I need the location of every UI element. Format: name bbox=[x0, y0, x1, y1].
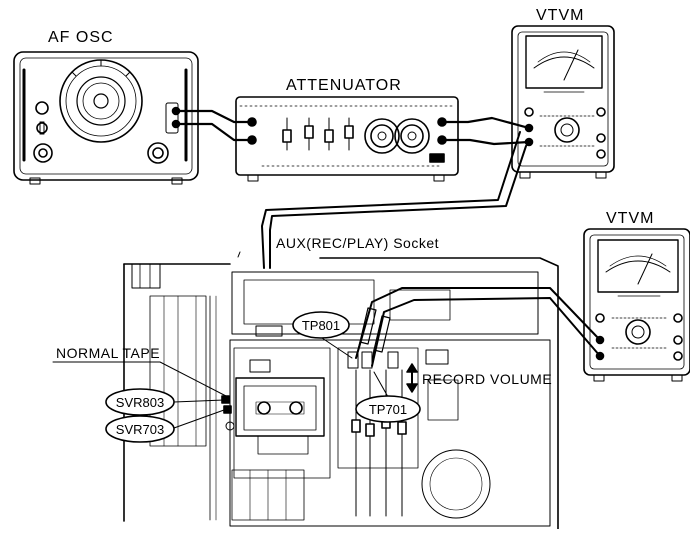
svr803-callout bbox=[105, 388, 175, 416]
record-volume-label: RECORD VOLUME bbox=[422, 371, 552, 387]
updown-arrow-icon bbox=[406, 363, 418, 393]
normal-tape-label: NORMAL TAPE bbox=[56, 345, 160, 361]
aux-socket-label: AUX(REC/PLAY) Socket bbox=[276, 235, 439, 251]
tp801-callout bbox=[292, 311, 350, 339]
vtvm-top-label: VTVM bbox=[536, 7, 584, 24]
svr703-trimmer bbox=[223, 405, 232, 414]
svr803-label: SVR803 bbox=[116, 395, 164, 410]
svr703-label: SVR703 bbox=[116, 422, 164, 437]
svr703-leader bbox=[173, 409, 225, 429]
svr803-trimmer bbox=[221, 395, 230, 404]
tp701-label: TP701 bbox=[369, 402, 407, 417]
cable-vtvm-to-aux-socket bbox=[261, 131, 527, 269]
attenuator-unit bbox=[235, 96, 459, 182]
vtvm-right-label: VTVM bbox=[606, 210, 654, 227]
tp801-label: TP801 bbox=[302, 318, 340, 333]
vtvm-right-unit bbox=[583, 228, 690, 382]
af-osc-unit bbox=[13, 51, 199, 185]
tp801-leader bbox=[321, 337, 353, 359]
vtvm-top-unit bbox=[511, 25, 615, 179]
probe-leads-to-vtvm-right bbox=[355, 287, 601, 367]
tp701-callout bbox=[355, 395, 421, 423]
cable-attenuator-to-vtvm bbox=[440, 116, 531, 146]
cable-osc-to-attenuator bbox=[174, 109, 254, 142]
af-osc-label: AF OSC bbox=[48, 29, 114, 46]
svr703-callout bbox=[105, 415, 175, 443]
svr803-leader bbox=[173, 399, 225, 403]
normal-tape-leader bbox=[52, 361, 227, 397]
attenuator-label: ATTENUATOR bbox=[286, 77, 402, 94]
tape-deck-body bbox=[123, 251, 559, 530]
